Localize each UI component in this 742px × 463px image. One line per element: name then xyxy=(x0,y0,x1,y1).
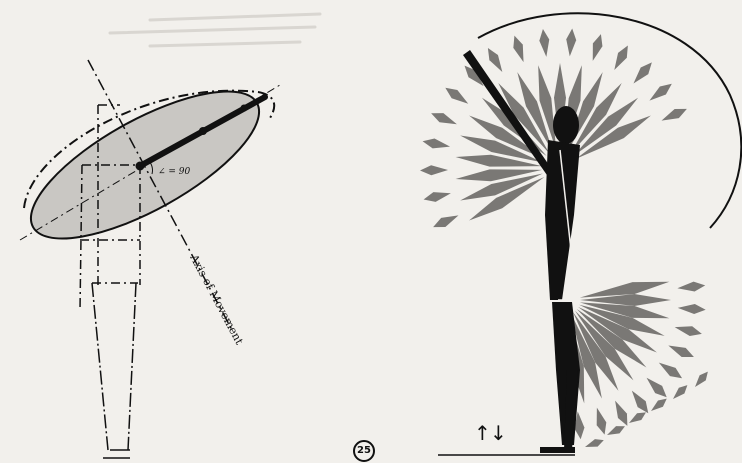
down-arrow-icon: ↓ xyxy=(490,421,507,445)
motion-feather xyxy=(695,372,708,387)
wrist-joint xyxy=(241,105,248,112)
motion-feather xyxy=(651,399,667,411)
dancer-foot xyxy=(540,447,575,453)
dancer-torso xyxy=(545,140,580,300)
motion-feather xyxy=(445,88,468,104)
motion-feather xyxy=(433,215,458,227)
motion-feather xyxy=(647,378,667,397)
axis-label: Axis of Movement xyxy=(187,251,246,347)
left-diagram: ∠ = 90 Axis of Movement xyxy=(11,60,280,458)
motion-feather xyxy=(629,412,646,423)
motion-feather xyxy=(513,36,523,62)
motion-feather xyxy=(593,34,603,61)
dancer-head xyxy=(553,106,579,144)
motion-feather xyxy=(423,139,450,149)
motion-feather xyxy=(488,48,502,72)
motion-feather xyxy=(607,426,625,435)
motion-feather xyxy=(632,391,648,414)
motion-feather xyxy=(615,401,627,426)
motion-feather xyxy=(420,165,448,175)
motion-feather xyxy=(614,46,628,70)
motion-feather xyxy=(566,29,576,57)
motion-feather xyxy=(673,385,687,399)
motion-feather xyxy=(585,439,604,447)
bleed-through-text xyxy=(110,14,320,46)
motion-feather xyxy=(431,113,457,124)
legs-outline xyxy=(92,283,138,458)
motion-feather xyxy=(649,84,671,101)
angle-label: ∠ = 90 xyxy=(158,167,191,177)
right-diagram: ↑ ↓ xyxy=(420,13,741,455)
motion-feather xyxy=(633,62,651,83)
motion-feather xyxy=(659,363,682,379)
motion-feather xyxy=(677,282,705,292)
elbow-joint xyxy=(199,127,207,135)
motion-feather xyxy=(662,109,687,121)
motion-feather xyxy=(424,192,451,202)
motion-feather xyxy=(678,304,706,314)
motion-feather xyxy=(539,29,549,57)
motion-feather xyxy=(597,408,607,435)
up-down-arrows: ↑ ↓ xyxy=(474,421,507,445)
motion-feather xyxy=(675,326,702,336)
page-number: 25 xyxy=(353,440,375,462)
up-arrow-icon: ↑ xyxy=(474,421,491,445)
motion-feather xyxy=(668,346,694,357)
